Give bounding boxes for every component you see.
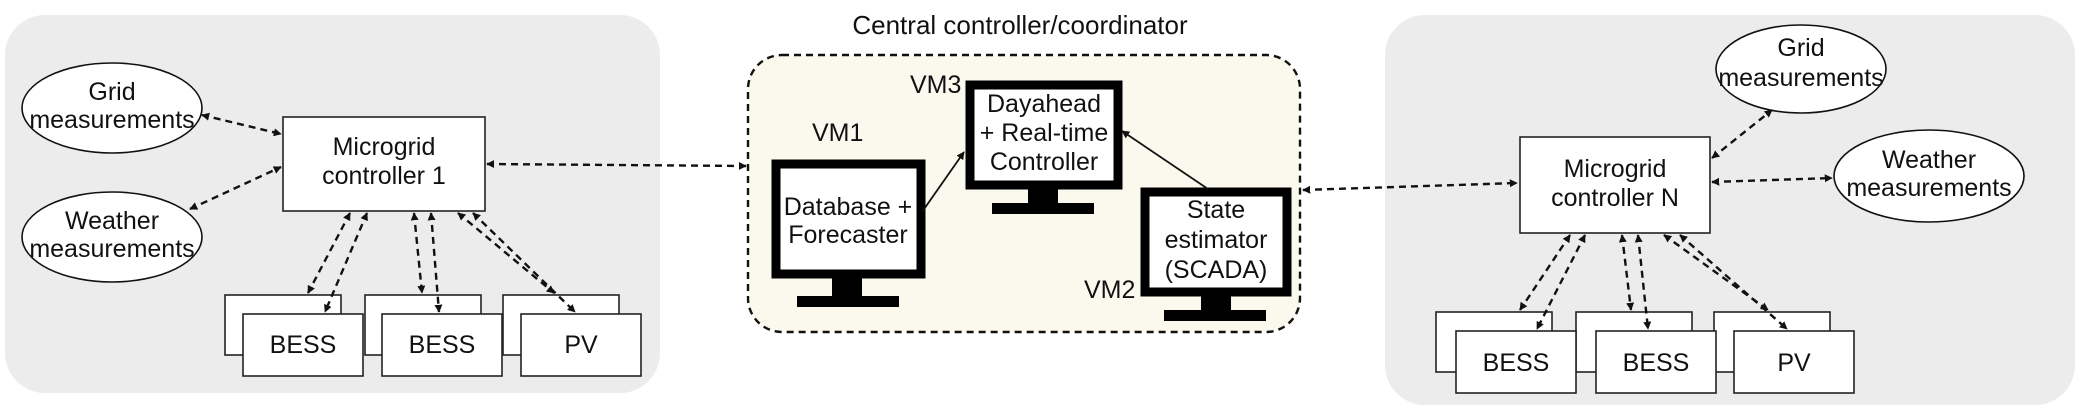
vm2-label: VM2 <box>1084 276 1135 304</box>
svg-text:controller 1: controller 1 <box>322 162 446 190</box>
central-title: Central controller/coordinator <box>852 10 1188 40</box>
right-pv: PV <box>1733 330 1855 394</box>
left-asset-link-4 <box>427 212 443 313</box>
left-grid-measurements: Grid measurements <box>21 62 203 154</box>
svg-text:controller N: controller N <box>1551 184 1679 212</box>
svg-text:PV: PV <box>1777 349 1811 377</box>
svg-text:Microgrid: Microgrid <box>1564 155 1667 183</box>
right-asset-link-4 <box>1634 234 1652 330</box>
svg-text:Grid: Grid <box>88 78 135 106</box>
left-weather-link <box>189 165 282 211</box>
vm3-label: VM3 <box>910 71 961 99</box>
svg-text:Dayahead: Dayahead <box>987 90 1101 118</box>
svg-text:Weather: Weather <box>65 207 159 235</box>
svg-text:(SCADA): (SCADA) <box>1165 256 1268 284</box>
svg-text:measurements: measurements <box>29 106 194 134</box>
vm1-label: VM1 <box>812 119 863 147</box>
svg-text:Microgrid: Microgrid <box>333 133 436 161</box>
svg-text:Weather: Weather <box>1882 146 1976 174</box>
svg-text:PV: PV <box>564 331 598 359</box>
svg-text:State: State <box>1187 196 1245 224</box>
left-pv: PV <box>520 313 642 377</box>
svg-text:Forecaster: Forecaster <box>788 221 907 249</box>
vm3-monitor-icon: Dayahead + Real-time Controller <box>965 80 1123 214</box>
svg-text:Database +: Database + <box>784 193 913 221</box>
svg-text:Grid: Grid <box>1777 34 1824 62</box>
left-asset-link-2 <box>323 212 369 313</box>
svg-text:measurements: measurements <box>1718 64 1883 92</box>
svg-text:BESS: BESS <box>1483 349 1550 377</box>
right-microgrid-controller: Microgrid controller N <box>1519 136 1711 234</box>
svg-text:BESS: BESS <box>1623 349 1690 377</box>
right-asset-link-3 <box>1618 234 1635 311</box>
left-bess-2: BESS <box>381 313 503 377</box>
vm1-monitor-icon: Database + Forecaster <box>771 159 926 307</box>
svg-text:BESS: BESS <box>409 331 476 359</box>
svg-text:measurements: measurements <box>1846 174 2011 202</box>
svg-text:measurements: measurements <box>29 235 194 263</box>
left-bess-1: BESS <box>242 313 364 377</box>
svg-text:BESS: BESS <box>270 331 337 359</box>
svg-text:Controller: Controller <box>990 148 1098 176</box>
svg-text:estimator: estimator <box>1165 226 1268 254</box>
vm2-monitor-icon: State estimator (SCADA) <box>1140 187 1292 321</box>
left-microgrid-controller: Microgrid controller 1 <box>282 116 486 212</box>
right-bess-2: BESS <box>1595 330 1717 394</box>
svg-text:+ Real-time: + Real-time <box>980 119 1109 147</box>
vm1-to-vm3-arrow <box>921 151 965 213</box>
right-weather-measurements: Weather measurements <box>1833 129 2025 223</box>
right-grid-link <box>1711 109 1773 159</box>
vm2-to-vm3-arrow <box>1121 130 1209 190</box>
right-asset-link-2 <box>1535 234 1587 330</box>
right-bess-1: BESS <box>1455 330 1577 394</box>
right-weather-link <box>1711 174 1833 186</box>
right-grid-measurements: Grid measurements <box>1715 24 1887 114</box>
left-weather-measurements: Weather measurements <box>21 191 203 283</box>
left-asset-link-3 <box>410 212 426 294</box>
left-grid-link <box>201 112 282 137</box>
